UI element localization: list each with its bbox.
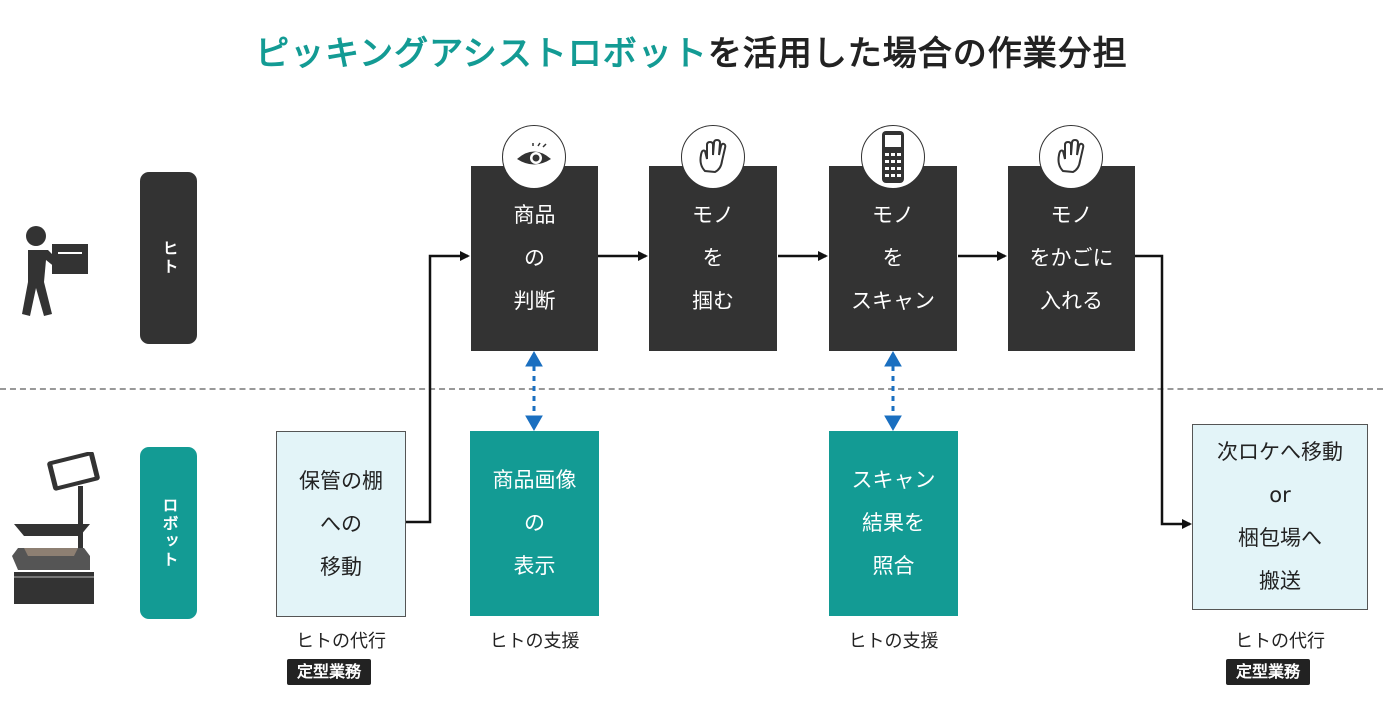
step-line: 結果を [862, 511, 925, 535]
lane-label-human: ヒト [140, 172, 197, 344]
page-title: ピッキングアシストロボットを活用した場合の作業分担 [0, 26, 1383, 75]
step-line: モノ [1050, 203, 1093, 227]
tag-routine-work: 定型業務 [1226, 659, 1311, 685]
step-line: 保管の棚 [299, 468, 383, 493]
person-carrying-box-icon [22, 226, 88, 316]
caption-support: ヒトの支援 [489, 631, 580, 652]
step-line: 掴む [692, 289, 734, 313]
step-line: をかごに [1029, 246, 1114, 270]
hand-icon-badge [1039, 125, 1103, 189]
robot-step-verify-scan: スキャン 結果を 照合 [829, 431, 958, 616]
picking-robot-icon [12, 452, 100, 604]
tag-routine-work: 定型業務 [287, 659, 372, 685]
arrow-robot-move-to-judge [405, 251, 470, 524]
eye-icon [517, 142, 551, 165]
caption-substitute: ヒトの代行 [296, 631, 386, 652]
step-judge-product: 商品 の 判断 [471, 166, 598, 351]
step-line: スキャン [851, 468, 936, 492]
step-line: 入れる [1040, 289, 1103, 313]
lane-label-human-text: ヒト [159, 240, 179, 276]
step-line: 搬送 [1259, 569, 1301, 593]
caption-substitute: ヒトの代行 [1235, 631, 1325, 652]
lane-divider [0, 388, 1383, 390]
hand-icon [699, 138, 727, 174]
support-arrow-image [525, 350, 543, 432]
scanner-icon [882, 131, 904, 183]
robot-step-show-image: 商品画像 の 表示 [470, 431, 599, 616]
step-line: 商品画像 [492, 468, 577, 492]
lane-label-robot-text: ロボット [159, 497, 179, 569]
step-grab-item: モノ を 掴む [649, 166, 777, 351]
caption-support: ヒトの支援 [848, 631, 939, 652]
eye-icon-badge [502, 125, 566, 189]
step-line: 次ロケへ移動 [1217, 440, 1343, 464]
hand-icon-badge [681, 125, 745, 189]
step-scan-item: モノ を スキャン [829, 166, 957, 351]
step-line: 梱包場へ [1238, 526, 1322, 550]
step-line: 表示 [513, 554, 556, 578]
hand-icon [1057, 138, 1085, 174]
step-line: 商品 [513, 203, 556, 227]
step-put-in-basket: モノ をかごに 入れる [1008, 166, 1135, 351]
step-line: 移動 [320, 554, 362, 579]
step-line: の [524, 246, 545, 270]
robot-step-move-to-shelf: 保管の棚 への 移動 [276, 431, 406, 617]
step-line: スキャン [851, 289, 935, 313]
step-line: を [702, 246, 724, 270]
step-line: モノ [872, 203, 914, 227]
scanner-icon-badge [861, 125, 925, 189]
lane-label-robot: ロボット [140, 447, 197, 619]
step-line: or [1269, 483, 1291, 507]
step-line: モノ [692, 203, 734, 227]
step-line: 判断 [513, 289, 556, 313]
step-line: 照合 [872, 554, 915, 578]
step-line: への [320, 511, 362, 536]
arrow-basket-to-next [1135, 254, 1192, 529]
support-arrow-scan [884, 350, 902, 432]
robot-step-next-location: 次ロケへ移動 or 梱包場へ 搬送 [1192, 424, 1368, 610]
title-accent: ピッキングアシストロボット [255, 34, 708, 74]
step-line: の [524, 511, 545, 535]
step-line: を [882, 246, 904, 270]
title-rest: を活用した場合の作業分担 [707, 34, 1128, 74]
